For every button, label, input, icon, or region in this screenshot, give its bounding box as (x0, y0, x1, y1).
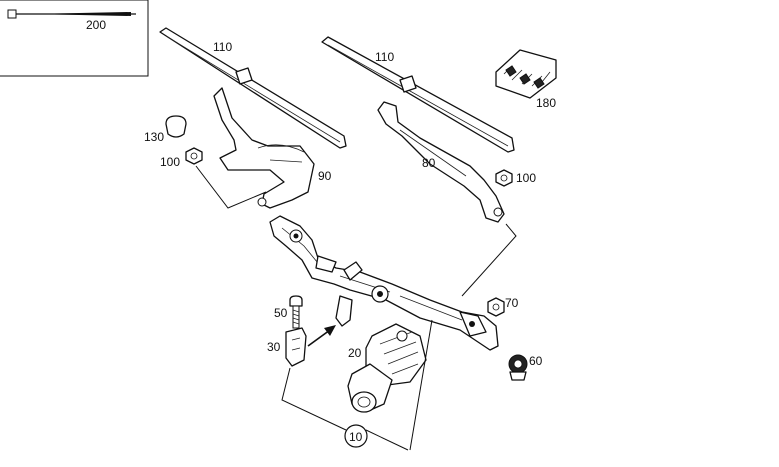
label-110-left: 110 (213, 40, 232, 54)
label-10: 10 (349, 430, 363, 444)
wiper-linkage (269, 215, 499, 351)
label-70: 70 (505, 296, 519, 310)
wiper-blade-right: 110 (321, 36, 515, 153)
grommet-60: 60 (508, 354, 543, 381)
label-60: 60 (529, 354, 543, 368)
legend-label: 200 (86, 18, 106, 32)
nut-70: 70 (487, 296, 519, 317)
relay-module: 180 (495, 49, 557, 110)
label-20: 20 (348, 346, 362, 360)
legend-square-icon (7, 9, 17, 19)
label-80: 80 (422, 156, 436, 170)
wiper-arm-right: 80 (377, 101, 505, 223)
callout-circle-10 (344, 424, 368, 448)
assembly-arrow (307, 325, 336, 347)
cap-130: 130 (144, 115, 187, 144)
label-130: 130 (144, 130, 164, 144)
legend-box: 200 (0, 0, 149, 77)
label-100-right: 100 (516, 171, 536, 185)
bracket-30: 30 (267, 327, 307, 367)
label-30: 30 (267, 340, 281, 354)
wiper-motor-20: 20 (347, 323, 427, 413)
label-180: 180 (536, 96, 556, 110)
bolt-50: 50 (274, 295, 303, 329)
wiper-blade-left: 110 (159, 27, 347, 149)
nut-100-right: 100 (461, 169, 536, 297)
label-90: 90 (318, 169, 332, 183)
label-110-right: 110 (375, 50, 394, 64)
nut-100-left: 100 (160, 147, 267, 209)
label-50: 50 (274, 306, 288, 320)
assembly-10: 10 (281, 319, 433, 451)
wiper-arm-left: 90 (213, 87, 332, 209)
label-100-left: 100 (160, 155, 180, 169)
